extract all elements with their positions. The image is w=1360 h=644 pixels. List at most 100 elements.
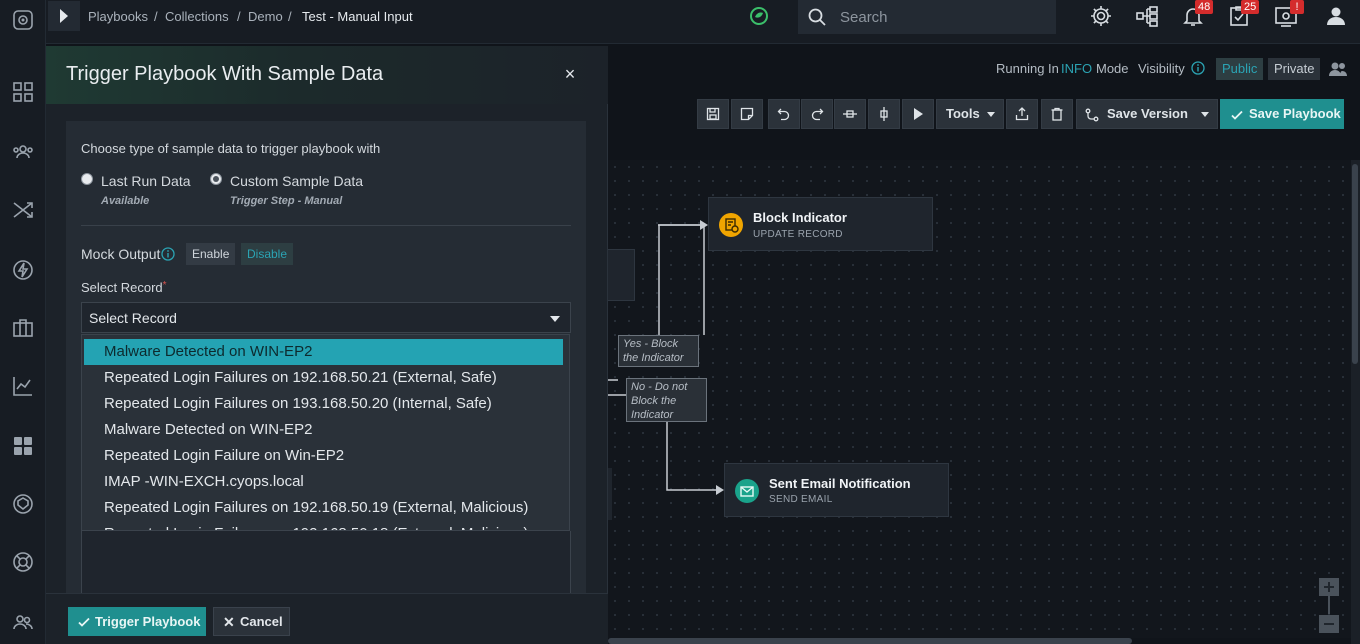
check-icon <box>1230 108 1244 122</box>
export-button[interactable] <box>1006 99 1038 129</box>
condition-text: the Indicator <box>623 351 694 365</box>
briefcase-icon[interactable] <box>11 316 35 340</box>
trigger-playbook-label: Trigger Playbook <box>95 607 200 636</box>
horizontal-layout-button[interactable] <box>834 99 866 129</box>
sticky-note-button[interactable] <box>731 99 763 129</box>
breadcrumb-demo[interactable]: Demo <box>248 9 283 24</box>
tools-dropdown-button[interactable]: Tools <box>936 99 1004 129</box>
redo-button[interactable] <box>801 99 833 129</box>
system-alert-badge: ! <box>1290 0 1304 14</box>
condition-label-yes[interactable]: Yes - Block the Indicator <box>618 335 699 367</box>
modal-close-button[interactable]: × <box>560 64 580 84</box>
record-option[interactable]: Repeated Login Failures on 192.168.50.21… <box>84 365 563 391</box>
save-version-button[interactable]: Save Version <box>1076 99 1218 129</box>
condition-text: Indicator <box>631 408 702 422</box>
settings-gear-icon[interactable] <box>1089 4 1113 28</box>
radio-custom-sample-data[interactable] <box>210 173 222 185</box>
cancel-label: Cancel <box>240 607 283 636</box>
shuffle-icon[interactable] <box>11 198 35 222</box>
execute-playbook-button[interactable] <box>902 99 934 129</box>
record-option[interactable]: Malware Detected on WIN-EP2 <box>84 417 563 443</box>
dashboard-icon[interactable] <box>11 80 35 104</box>
cancel-button[interactable]: ✕ Cancel <box>213 607 290 636</box>
chevron-down-icon <box>550 316 560 322</box>
top-bar <box>46 0 1360 44</box>
select-record-label: Select Record* <box>81 280 167 295</box>
save-playbook-label: Save Playbook <box>1249 106 1341 121</box>
condition-label-no[interactable]: No - Do not Block the Indicator <box>626 378 707 422</box>
tasks-count-badge: 25 <box>1241 0 1259 14</box>
chevron-down-icon <box>1201 112 1209 117</box>
user-profile-icon[interactable] <box>1324 4 1348 28</box>
version-branch-icon <box>1085 108 1099 122</box>
close-icon: ✕ <box>223 608 235 637</box>
visibility-private-toggle[interactable]: Private <box>1268 58 1320 80</box>
hierarchy-icon[interactable] <box>1135 4 1159 28</box>
canvas-horizontal-scrollbar[interactable] <box>608 638 1132 644</box>
search-input[interactable] <box>840 6 1040 28</box>
save-draft-button[interactable] <box>697 99 729 129</box>
mock-output-enable-button[interactable]: Enable <box>186 243 235 265</box>
select-record-options: Malware Detected on WIN-EP2 Repeated Log… <box>81 334 570 531</box>
zoom-in-button[interactable] <box>1319 578 1339 596</box>
save-playbook-button[interactable]: Save Playbook <box>1220 99 1344 129</box>
group-users-icon[interactable] <box>1328 60 1348 78</box>
record-option[interactable]: IMAP -WIN-EXCH.cyops.local <box>84 469 563 495</box>
shield-icon[interactable] <box>11 492 35 516</box>
record-option[interactable]: Malware Detected on WIN-EP2 <box>84 339 563 365</box>
visibility-public-toggle[interactable]: Public <box>1216 58 1263 80</box>
search-box <box>798 0 1056 34</box>
lightning-icon[interactable] <box>11 258 35 282</box>
canvas-node-block-indicator[interactable]: Block Indicator UPDATE RECORD <box>708 197 933 251</box>
zoom-out-button[interactable] <box>1319 615 1339 633</box>
canvas-node-send-email[interactable]: Sent Email Notification SEND EMAIL <box>724 463 949 517</box>
chevron-down-icon <box>987 112 995 117</box>
condition-text: Yes - Block <box>623 337 694 351</box>
breadcrumb-separator: / <box>154 9 158 24</box>
node-subtitle: SEND EMAIL <box>769 494 833 505</box>
select-record-label-text: Select Record <box>81 280 163 295</box>
divider <box>81 225 571 226</box>
tools-label: Tools <box>946 106 980 121</box>
app-logo-icon[interactable] <box>11 8 35 32</box>
required-mark: * <box>163 280 167 291</box>
visibility-label: Visibility <box>1138 61 1185 76</box>
send-email-icon <box>735 479 759 503</box>
node-title: Block Indicator <box>753 210 847 225</box>
record-option[interactable]: Repeated Login Failure on Win-EP2 <box>84 443 563 469</box>
info-icon[interactable] <box>161 247 175 261</box>
search-icon <box>807 7 827 27</box>
collapse-toggle-button[interactable] <box>48 1 80 31</box>
playbook-active-icon <box>749 6 769 26</box>
record-option[interactable]: Repeated Login Failures on 193.168.50.20… <box>84 391 563 417</box>
vertical-layout-button[interactable] <box>868 99 900 129</box>
teams-icon[interactable] <box>11 140 35 164</box>
custom-sample-data-label[interactable]: Custom Sample Data <box>230 173 363 189</box>
mock-output-disable-button[interactable]: Disable <box>241 243 293 265</box>
select-record-dropdown[interactable]: Select Record <box>81 302 571 333</box>
select-record-value: Select Record <box>89 310 177 326</box>
alerts-count-badge: 48 <box>1195 0 1213 14</box>
check-icon <box>77 615 91 629</box>
apps-icon[interactable] <box>11 434 35 458</box>
radio-last-run-data[interactable] <box>81 173 93 185</box>
record-option[interactable]: Repeated Login Failures on 192.168.50.19… <box>84 495 563 521</box>
modal-title: Trigger Playbook With Sample Data <box>66 63 383 86</box>
choose-sample-data-text: Choose type of sample data to trigger pl… <box>81 141 380 156</box>
condition-text: No - Do not <box>631 380 702 394</box>
sample-data-editor[interactable] <box>81 531 571 593</box>
zoom-slider-track[interactable] <box>1328 596 1330 614</box>
delete-button[interactable] <box>1041 99 1073 129</box>
breadcrumb-playbooks[interactable]: Playbooks <box>88 9 148 24</box>
support-icon[interactable] <box>11 550 35 574</box>
canvas-vertical-scrollbar-thumb[interactable] <box>1352 164 1358 364</box>
trigger-playbook-button[interactable]: Trigger Playbook <box>68 607 206 636</box>
users-icon[interactable] <box>11 610 35 634</box>
analytics-icon[interactable] <box>11 374 35 398</box>
record-option[interactable]: Repeated Login Failures on 192.168.50.18… <box>84 521 563 531</box>
last-run-data-label[interactable]: Last Run Data <box>101 173 191 189</box>
breadcrumb-collections[interactable]: Collections <box>165 9 229 24</box>
mode-label: Mode <box>1096 61 1129 76</box>
undo-button[interactable] <box>768 99 800 129</box>
info-icon[interactable] <box>1191 61 1205 75</box>
